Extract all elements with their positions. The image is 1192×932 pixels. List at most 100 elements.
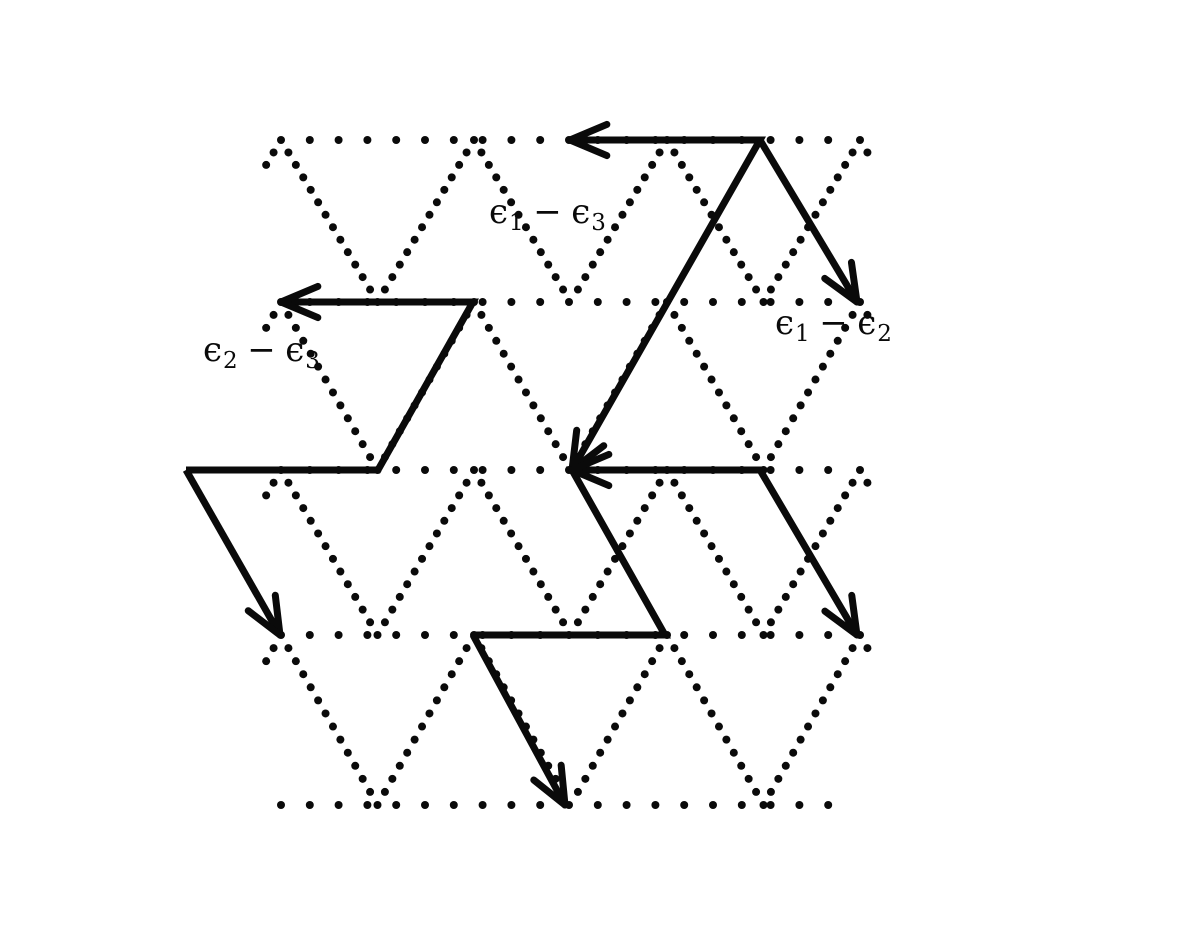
lattice-dot [789,248,798,257]
epsilon-subscript-2: 3 [305,348,321,375]
lattice-dot [521,388,530,397]
lattice-dot [455,657,464,666]
lattice-dot [499,516,508,525]
lattice-dot [284,148,293,157]
epsilon-base-1: ϵ [489,192,509,232]
arrowhead-barb [821,607,861,639]
lattice-dot [529,401,538,410]
lattice-dot [709,298,717,306]
lattice-dot [455,491,464,500]
lattice-dot [432,198,441,207]
lattice-dot [573,285,582,294]
lattice-dot [826,185,835,194]
lattice-dot [680,298,689,306]
lattice-dot [366,787,375,796]
lattice-dot [633,516,642,525]
lattice-dot [781,761,790,770]
lattice-dot [478,466,487,474]
lattice-dot [848,644,857,653]
lattice-dot [692,516,701,525]
epsilon-base-1: ϵ [203,330,223,370]
lattice-dot [685,173,694,182]
lattice-dot [536,801,545,809]
lattice-dot [677,323,686,332]
lattice-dot [774,605,783,614]
lattice-dot [744,605,753,614]
lattice-dot [380,787,389,796]
lattice-dot [655,478,664,487]
lattice-dot [841,160,850,169]
arrowhead-barb [821,274,861,306]
lattice-dot [328,554,337,563]
lattice-dot [729,748,738,757]
lattice-dot [729,248,738,257]
lattice-dot [334,801,343,809]
lattice-dot [410,235,419,244]
lattice-dot [625,198,634,207]
lattice-dot [680,631,689,639]
lattice-dot [334,136,343,144]
lattice-dot [863,148,872,157]
lattice-dot [291,491,300,500]
lattice-dot [305,801,314,809]
lattice-dot [593,801,602,809]
lattice-dot [521,554,530,563]
lattice-dot [795,136,804,144]
lattice-dot [507,298,516,306]
lattice-dot [536,248,545,257]
arrow-path-bottom-descent [469,633,569,807]
epsilon-subscript-2: 2 [877,321,893,348]
lattice-dot [392,136,401,144]
lattice-dot [559,453,568,462]
lattice-dot [640,173,649,182]
lattice-dot [863,478,872,487]
lattice-dot [551,605,560,614]
lattice-dot [588,761,597,770]
lattice-dot [492,336,501,345]
lattice-dot [507,362,516,371]
lattice-dot [336,567,345,576]
lattice-dot [284,644,293,653]
lattice-dot [462,644,471,653]
lattice-dot [752,787,761,796]
lattice-dot [685,504,694,513]
lattice-dot [714,388,723,397]
lattice-dot [774,774,783,783]
lattice-dot [440,683,449,692]
lattice-dot [351,427,360,436]
lattice-dot [611,223,620,232]
lattice-dot [766,298,775,306]
lattice-dot [492,504,501,513]
lattice-dot [425,709,434,718]
lattice-dot [449,631,458,639]
lattice-dot [392,466,401,474]
lattice-dot [421,801,429,809]
lattice-dot [759,631,768,639]
lattice-dot [841,323,850,332]
lattice-dot [305,136,314,144]
lattice-dot [536,298,545,306]
lattice-dot [328,388,337,397]
lattice-dot [826,683,835,692]
lattice-dot [670,310,679,319]
lattice-dot [343,248,352,257]
lattice-dot [722,735,731,744]
lattice-dot [507,529,516,538]
lattice-dot [551,440,560,449]
lattice-dot [804,388,813,397]
lattice-dot [449,801,458,809]
lattice-dot [744,273,753,282]
lattice-dot [841,657,850,666]
root-label-epsilon2-minus-epsilon3: ϵ2−ϵ3 [203,330,320,374]
lattice-dot [514,542,523,551]
lattice-dot [781,260,790,269]
lattice-dot [363,631,372,639]
root-label-epsilon1-minus-epsilon2: ϵ1−ϵ2 [775,303,892,347]
lattice-dot [848,478,857,487]
lattice-dot [633,683,642,692]
lattice-dot [366,453,375,462]
lattice-dot [781,427,790,436]
lattice-dot [277,801,285,809]
lattice-dot [863,644,872,653]
